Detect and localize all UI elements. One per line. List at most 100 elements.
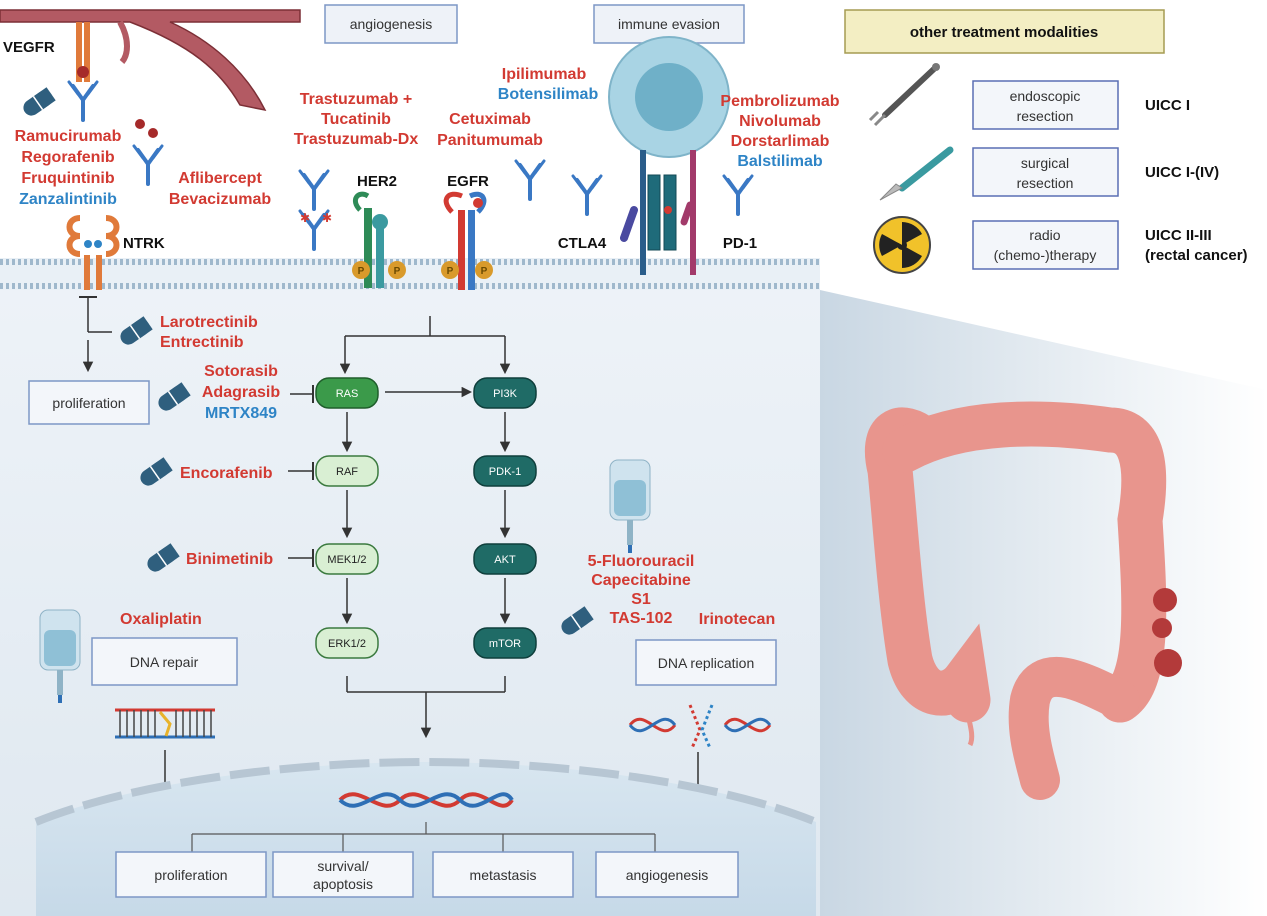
- drug-fruquintinib: Fruquintinib: [21, 170, 115, 187]
- crosslinked-dna-icon: [115, 708, 215, 739]
- phospho-her2-a: P: [358, 266, 365, 277]
- uicc-endoscopic: UICC I: [1145, 97, 1190, 114]
- uicc-radio: UICC II-III: [1145, 227, 1212, 244]
- svg-text:mTOR: mTOR: [489, 638, 521, 650]
- drug-ramucirumab: Ramucirumab: [15, 128, 122, 145]
- outcome-survival-apoptosis: survival/ apoptosis: [272, 851, 414, 898]
- svg-text:resection: resection: [1017, 108, 1074, 124]
- svg-text:✱: ✱: [300, 211, 310, 225]
- trastuzumab-antibody: [298, 169, 330, 211]
- her2-label: HER2: [357, 173, 397, 190]
- node-pi3k: PI3K: [473, 377, 537, 409]
- svg-text:ERK1/2: ERK1/2: [328, 638, 366, 650]
- drug-trastuzumab: Trastuzumab +: [300, 91, 412, 108]
- phospho-her2-b: P: [394, 266, 401, 277]
- svg-text:angiogenesis: angiogenesis: [626, 867, 709, 883]
- dna-repair-box: DNA repair: [91, 637, 238, 686]
- drug-aflibercept: Aflibercept: [178, 170, 262, 187]
- svg-text:MEK1/2: MEK1/2: [327, 554, 366, 566]
- scalpel-icon: [879, 146, 954, 201]
- her2-receptor: HER2 P P: [352, 173, 406, 288]
- botensilimab-antibody: [571, 174, 603, 216]
- vegf-ligands: [135, 119, 158, 138]
- other-modalities-header: other treatment modalities: [844, 9, 1165, 54]
- egfr-drugs: Cetuximab Panitumumab: [437, 111, 543, 149]
- endoscope-icon: [868, 63, 940, 127]
- vegfr-receptor: VEGFR: [3, 22, 90, 82]
- drug-bevacizumab: Bevacizumab: [169, 191, 271, 208]
- drug-capecitabine: Capecitabine: [591, 572, 691, 589]
- proliferation-ntrk-label: proliferation: [52, 395, 125, 411]
- drug-dorstarlimab: Dorstarlimab: [731, 133, 830, 150]
- iv-bag-5fu-icon: [609, 459, 651, 553]
- pd1-label: PD-1: [723, 235, 757, 252]
- node-raf: RAF: [315, 455, 379, 487]
- drug-cetuximab: Cetuximab: [449, 111, 531, 128]
- ipilimumab-antibody: [514, 159, 546, 201]
- modality-endoscopic: endoscopic resection UICC I: [972, 80, 1190, 130]
- angiogenesis-label: angiogenesis: [350, 16, 433, 32]
- modality-surgical: surgical resection UICC I-(IV): [972, 147, 1219, 197]
- drug-nivolumab: Nivolumab: [739, 113, 821, 130]
- svg-text:resection: resection: [1017, 175, 1074, 191]
- svg-text:surgical: surgical: [1021, 155, 1069, 171]
- drug-ipilimumab: Ipilimumab: [502, 66, 587, 83]
- angiogenesis-label-box: angiogenesis: [324, 4, 458, 44]
- drug-panitumumab: Panitumumab: [437, 132, 543, 149]
- pathway-branch: [339, 316, 511, 398]
- uicc-radio-rectal: (rectal cancer): [1145, 247, 1248, 264]
- trastuzumab-dx-antibody: ✱ ✱: [298, 209, 332, 251]
- ctla4-drugs: Ipilimumab Botensilimab: [498, 66, 599, 103]
- outcome-tree: [191, 822, 656, 852]
- ntrk-label: NTRK: [123, 235, 165, 252]
- radiation-icon: [873, 216, 931, 274]
- uicc-surgical: UICC I-(IV): [1145, 164, 1219, 181]
- egfr-receptor: EGFR P P: [441, 173, 493, 290]
- vegfr-label: VEGFR: [3, 39, 55, 56]
- svg-text:radio: radio: [1029, 227, 1060, 243]
- drug-trastuzumab-dx: Trastuzumab-Dx: [294, 131, 419, 148]
- outcome-metastasis: metastasis: [432, 851, 574, 898]
- cell-membrane: [0, 258, 820, 290]
- svg-text:endoscopic: endoscopic: [1010, 88, 1081, 104]
- ctla4-label: CTLA4: [558, 235, 607, 252]
- outcome-angiogenesis: angiogenesis: [595, 851, 739, 898]
- nuclear-dna-icon: [338, 792, 514, 808]
- drug-adagrasib: Adagrasib: [202, 384, 280, 401]
- vegfr-drug-pill-icon: [19, 86, 57, 120]
- modality-radio: radio (chemo-)therapy UICC II-III (recta…: [972, 220, 1248, 270]
- drug-entrectinib: Entrectinib: [160, 334, 244, 351]
- ras-drugs: Sotorasib Adagrasib MRTX849: [202, 363, 280, 422]
- colon-illustration: [864, 401, 1182, 800]
- svg-text:metastasis: metastasis: [470, 867, 537, 883]
- dna-repair-label: DNA repair: [130, 654, 199, 670]
- immune-evasion-label: immune evasion: [618, 16, 720, 32]
- drug-tucatinib: Tucatinib: [321, 111, 391, 128]
- phospho-egfr-a: P: [447, 266, 454, 277]
- dna-replication-box: DNA replication: [635, 639, 777, 686]
- raf-inhibition-line: [288, 462, 314, 480]
- egfr-label: EGFR: [447, 173, 489, 190]
- ramucirumab-antibody: [67, 80, 99, 122]
- mek-inhibition-line: [288, 549, 314, 567]
- svg-text:PDK-1: PDK-1: [489, 466, 521, 478]
- her2-drugs: Trastuzumab + Tucatinib Trastuzumab-Dx: [294, 91, 419, 148]
- drug-tas-102: TAS-102: [610, 610, 673, 627]
- node-pdk1: PDK-1: [473, 455, 537, 487]
- drug-sotorasib: Sotorasib: [204, 363, 278, 380]
- replicating-dna-icon: [628, 704, 772, 749]
- dna-replication-label: DNA replication: [658, 655, 755, 671]
- drug-regorafenib: Regorafenib: [21, 149, 115, 166]
- svg-text:PI3K: PI3K: [493, 388, 518, 400]
- drug-mrtx849: MRTX849: [205, 405, 277, 422]
- node-erk: ERK1/2: [315, 627, 379, 659]
- svg-text:✱: ✱: [322, 211, 332, 225]
- drug-s1: S1: [631, 591, 651, 608]
- outcome-proliferation: proliferation: [115, 851, 267, 898]
- node-ras: RAS: [315, 377, 379, 409]
- svg-text:RAF: RAF: [336, 466, 358, 478]
- pembrolizumab-antibody: [722, 174, 754, 216]
- svg-text:(chemo-)therapy: (chemo-)therapy: [994, 247, 1097, 263]
- vegfr-drugs: Ramucirumab Regorafenib Fruquintinib Zan…: [15, 128, 122, 208]
